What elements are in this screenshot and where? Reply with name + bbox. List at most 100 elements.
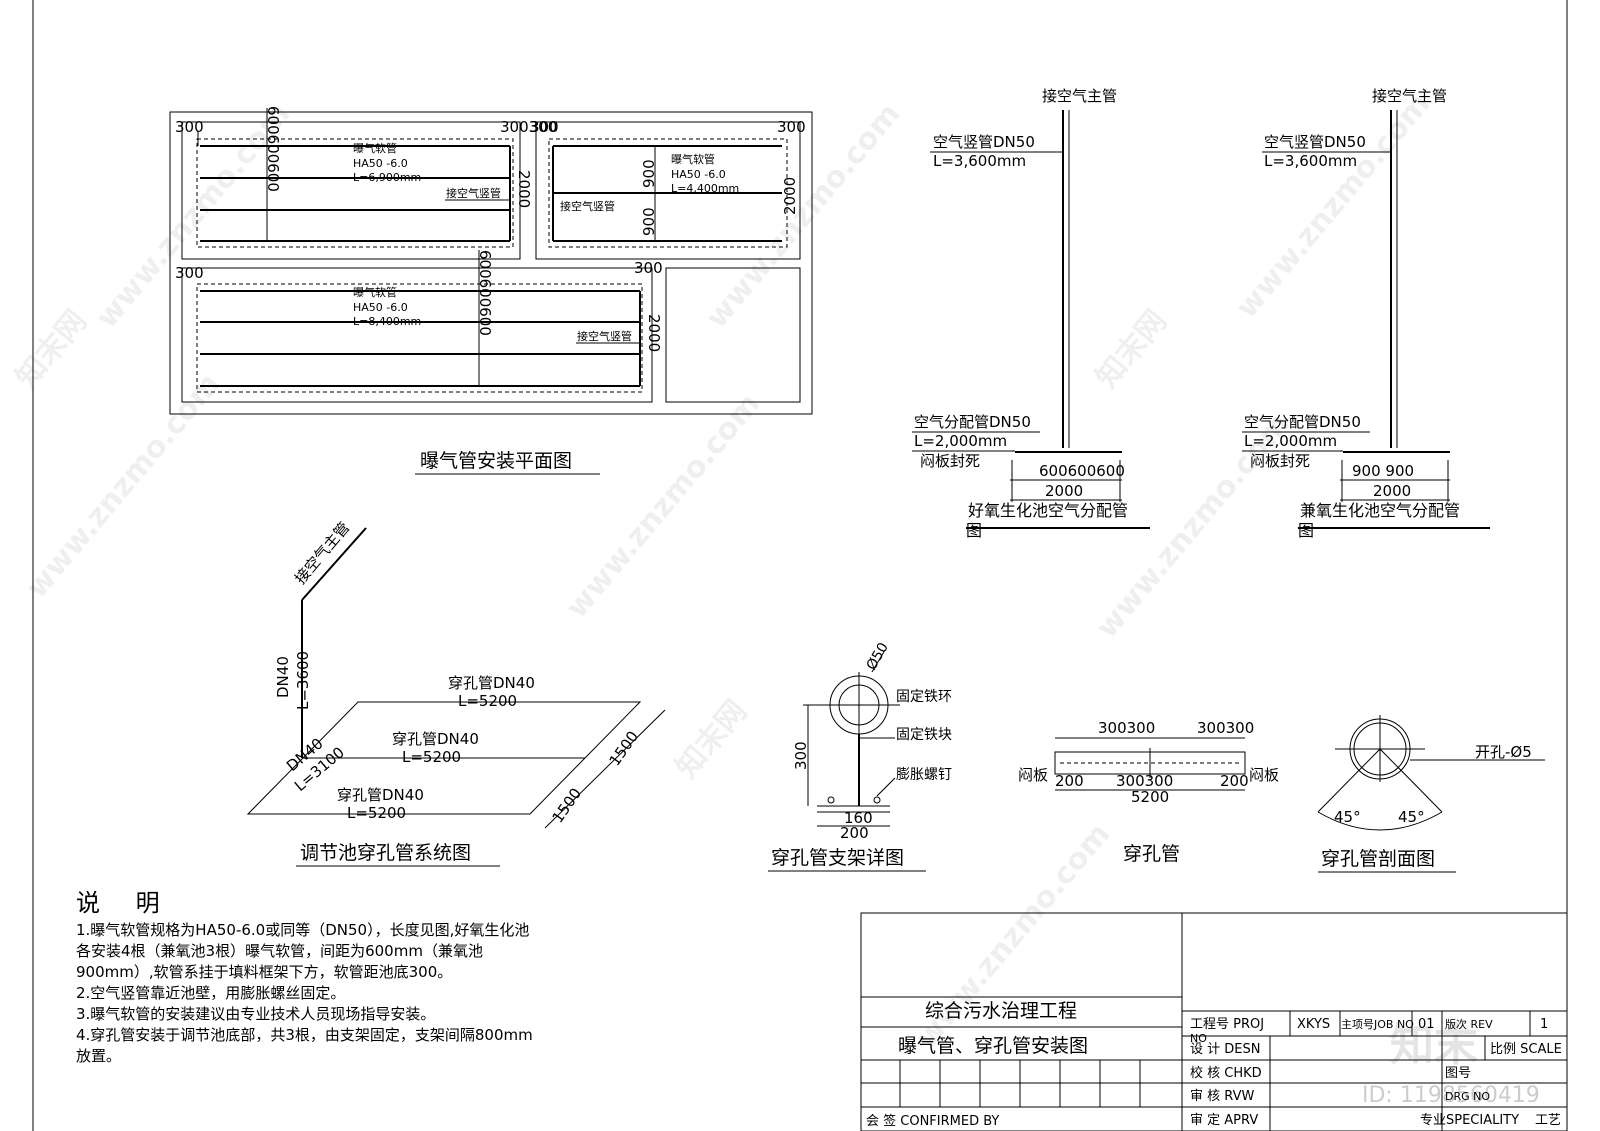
dist-length: L=2,000mm — [914, 432, 1007, 450]
dim-300300: 300300 — [500, 118, 557, 136]
dim-2000: 2000 — [515, 170, 533, 208]
angle-label: 45° — [1334, 808, 1361, 826]
dim-1500: 1500 — [549, 785, 586, 827]
dim-200: 200 — [1055, 772, 1084, 790]
angle-arc — [1317, 811, 1443, 831]
dim-300: 300 — [175, 118, 204, 136]
pipe-length: L=5200 — [402, 748, 461, 766]
ring-label: 固定铁环 — [896, 689, 952, 705]
caption-2: 图 — [966, 521, 982, 540]
watermark-site: www.znzmo.com — [559, 387, 767, 625]
dim-900: 900 — [640, 207, 658, 236]
dim-2000: 2000 — [781, 177, 799, 215]
support-title: 穿孔管支架详图 — [771, 847, 904, 869]
frame-3 — [196, 283, 643, 393]
dim-2000: 2000 — [645, 314, 663, 352]
chkd: 校 核 CHKD — [1190, 1065, 1262, 1081]
title-block: 综合污水治理工程 曝气管、穿孔管安装图 会 签 CONFIRMED BY 工程号… — [860, 912, 1568, 1131]
aerobic-distribution-diagram: 接空气主管 空气竖管DN50 L=3,600mm 空气分配管DN50 L=2,0… — [912, 87, 1150, 540]
riser-label: 接空气竖管 — [560, 199, 615, 213]
empty-tank — [665, 267, 801, 403]
bolt-label: 膨胀螺钉 — [896, 766, 952, 783]
riser-label: 接空气竖管 — [446, 186, 501, 200]
dist-length: L=2,000mm — [1244, 432, 1337, 450]
hose-length: L=8,400mm — [353, 315, 421, 328]
dim-300: 300 — [634, 259, 663, 277]
anoxic-tank — [535, 121, 801, 260]
note-line: 4.穿孔管安装于调节池底部，共3根，由支架固定，支架间隔800mm — [76, 1026, 533, 1044]
rev-no: 1 — [1540, 1017, 1548, 1032]
aprv: 审 定 APRV — [1190, 1113, 1258, 1128]
gate-label: 闷板封死 — [920, 452, 980, 470]
watermark-site: www.znzmo.com — [1089, 407, 1297, 645]
aerobic-tank-1 — [181, 121, 521, 260]
scale-label: 比例 SCALE — [1490, 1042, 1562, 1057]
note-line: 900mm）,软管系挂于填料框架下方，软管距池底300。 — [76, 963, 453, 981]
anoxic-distribution-diagram: 接空气主管 空气竖管DN50 L=3,600mm 空气分配管DN50 L=2,0… — [1242, 87, 1490, 540]
pipe-length: L=5200 — [347, 804, 406, 822]
plan-title: 曝气管安装平面图 — [420, 450, 572, 472]
job-label: 主项号JOB NO — [1341, 1018, 1414, 1031]
notes-section: 说 明 1.曝气软管规格为HA50-6.0或同等（DN50），长度见图,好氧生化… — [76, 891, 636, 1067]
dim-200: 200 — [1220, 772, 1249, 790]
caption-2: 图 — [1298, 521, 1314, 540]
gate-left: 闷板 — [1018, 766, 1048, 784]
dim-300: 300 — [175, 264, 204, 282]
proj-label: 工程号 PROJ — [1190, 1017, 1264, 1032]
dims-top-a: 300300 — [1098, 719, 1155, 737]
job-no: 01 — [1418, 1017, 1435, 1032]
note-line: 1.曝气软管规格为HA50-6.0或同等（DN50），长度见图,好氧生化池 — [76, 921, 530, 939]
bolt — [827, 796, 835, 804]
support-detail: Ø50 300 固定铁环 固定铁块 膨胀螺钉 160 200 穿孔管支架详图 — [768, 640, 952, 872]
watermark-brand: 知末网 — [669, 694, 754, 785]
aerobic-tank-2 — [181, 267, 653, 403]
dims-top: 600600600 — [1039, 462, 1125, 480]
dim-5200: 5200 — [1131, 788, 1169, 806]
section-title: 穿孔管剖面图 — [1321, 848, 1435, 870]
dims-top: 900 900 — [1352, 462, 1414, 480]
drg-label: 图号 — [1445, 1066, 1471, 1081]
dn40-label: DN40 — [274, 656, 292, 698]
width-160: 160 — [844, 809, 873, 827]
frame-2 — [548, 138, 788, 248]
leader-line — [876, 777, 896, 797]
hose-length: L=6,900mm — [353, 171, 421, 184]
note-line: 放置。 — [76, 1047, 122, 1065]
dim-line — [544, 709, 666, 829]
watermark-brand: 知末网 — [9, 304, 94, 395]
angle-line — [1379, 748, 1443, 813]
pool-outline — [169, 111, 813, 415]
riser-length: L=3,600mm — [1264, 152, 1357, 170]
dim-900: 900 — [640, 159, 658, 188]
angle-label: 45° — [1398, 808, 1425, 826]
perforated-pipe-detail: 300300 300300 闷板 闷板 200 300300 200 5200 … — [1018, 719, 1279, 865]
hose-length: L=4,400mm — [671, 182, 739, 195]
dims-bottom: 2000 — [1045, 482, 1083, 500]
note-line: 各安装4根（兼氧池3根）曝气软管，间距为600mm（兼氧池 — [76, 942, 483, 960]
pipe-label: 穿孔管DN40 — [448, 674, 535, 692]
hose-label: 曝气软管 — [353, 141, 397, 155]
riser-label: 空气竖管DN50 — [933, 133, 1035, 151]
caption: 兼氧生化池空气分配管 — [1300, 501, 1460, 520]
speciality-value: 工艺 — [1535, 1113, 1561, 1128]
note-line: 2.空气竖管靠近池壁，用膨胀螺丝固定。 — [76, 984, 346, 1002]
no-label: NO — [1190, 1032, 1207, 1045]
bolt — [873, 796, 881, 804]
dim-mid: 300300 — [1116, 772, 1173, 790]
dim-300: 300 — [530, 118, 559, 136]
hose-spec: HA50 -6.0 — [671, 168, 726, 181]
perforated-pipe-section: 开孔-Ø5 45° 45° 穿孔管剖面图 — [1317, 715, 1545, 873]
drg-en: DRG NO — [1445, 1090, 1490, 1103]
dim-600600600: 600600600 — [476, 250, 494, 336]
riser-label: 空气竖管DN50 — [1264, 133, 1366, 151]
hose-label: 曝气软管 — [353, 285, 397, 299]
pipe-length: L=5200 — [458, 692, 517, 710]
dim-1500: 1500 — [606, 728, 643, 770]
system-title: 调节池穿孔管系统图 — [300, 842, 471, 864]
pipe-label: 穿孔管DN40 — [337, 786, 424, 804]
watermark-id: ID: 1198560419 — [1362, 1083, 1540, 1108]
main-label: 接空气主管 — [1372, 87, 1447, 105]
dist-label: 空气分配管DN50 — [914, 413, 1031, 431]
project-name: 综合污水治理工程 — [925, 1000, 1077, 1022]
